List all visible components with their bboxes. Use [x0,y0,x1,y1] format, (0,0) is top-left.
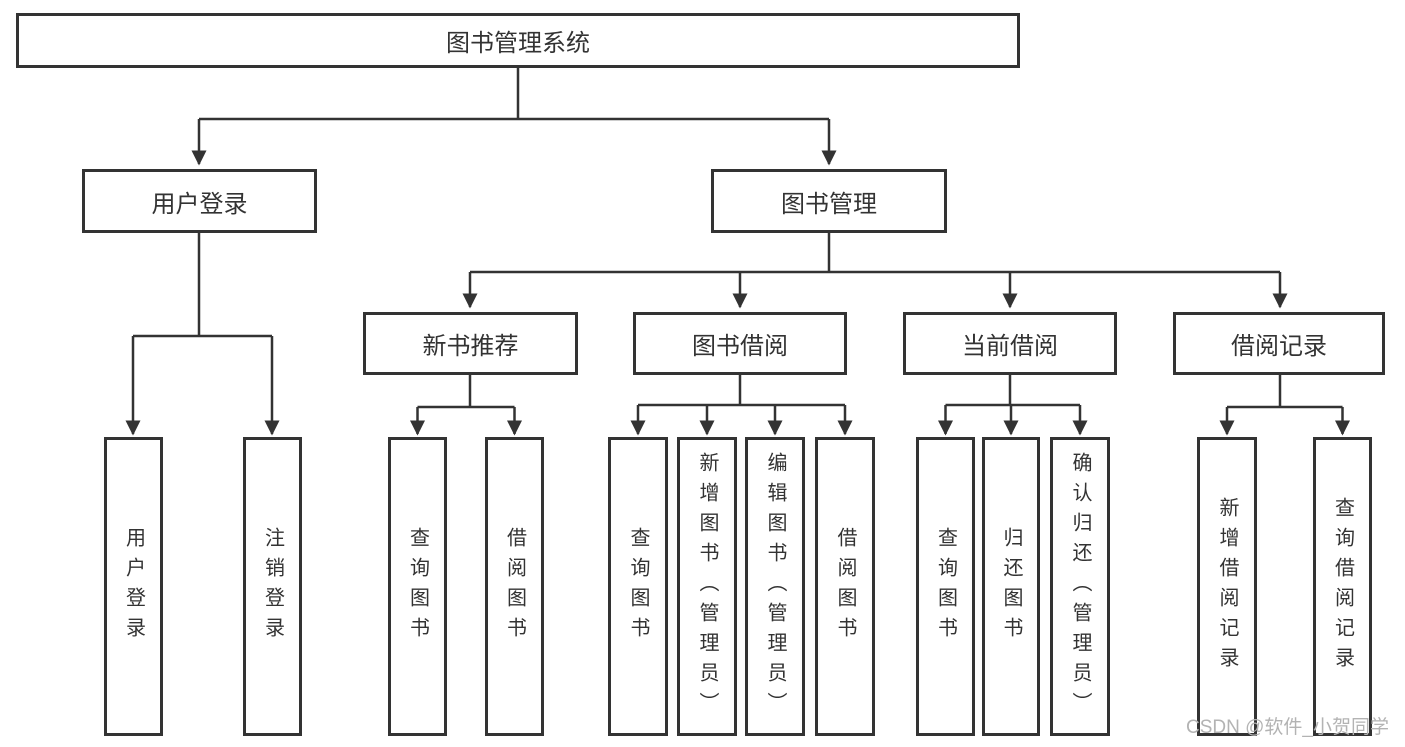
node-bb-query-books: 查询图书 [608,437,668,736]
node-bb-add-books-admin: 新增图书（管理员） [677,437,737,736]
node-book-management: 图书管理 [711,169,947,233]
node-br-query-record: 查询借阅记录 [1313,437,1372,736]
node-bb-edit-books-admin: 编辑图书（管理员） [745,437,805,736]
node-br-add-record: 新增借阅记录 [1197,437,1257,736]
watermark: CSDN @软件_小贺同学 [1186,717,1389,738]
node-current-borrowing: 当前借阅 [903,312,1117,375]
node-new-book-recommend: 新书推荐 [363,312,578,375]
node-borrow-records: 借阅记录 [1173,312,1385,375]
node-library-system: 图书管理系统 [16,13,1020,68]
node-cb-query-books: 查询图书 [916,437,975,736]
connector-trunks [133,68,1343,409]
node-cb-return-books: 归还图书 [982,437,1040,736]
node-logout-login: 注销登录 [243,437,302,736]
connector-arrows [125,119,1350,436]
node-book-borrowing: 图书借阅 [633,312,847,375]
node-user-login: 用户登录 [104,437,163,736]
node-nbr-query-books: 查询图书 [388,437,447,736]
node-user-login-group: 用户登录 [82,169,317,233]
node-bb-borrow-books: 借阅图书 [815,437,875,736]
node-nbr-borrow-books: 借阅图书 [485,437,544,736]
node-cb-confirm-return-admin: 确认归还（管理员） [1050,437,1110,736]
